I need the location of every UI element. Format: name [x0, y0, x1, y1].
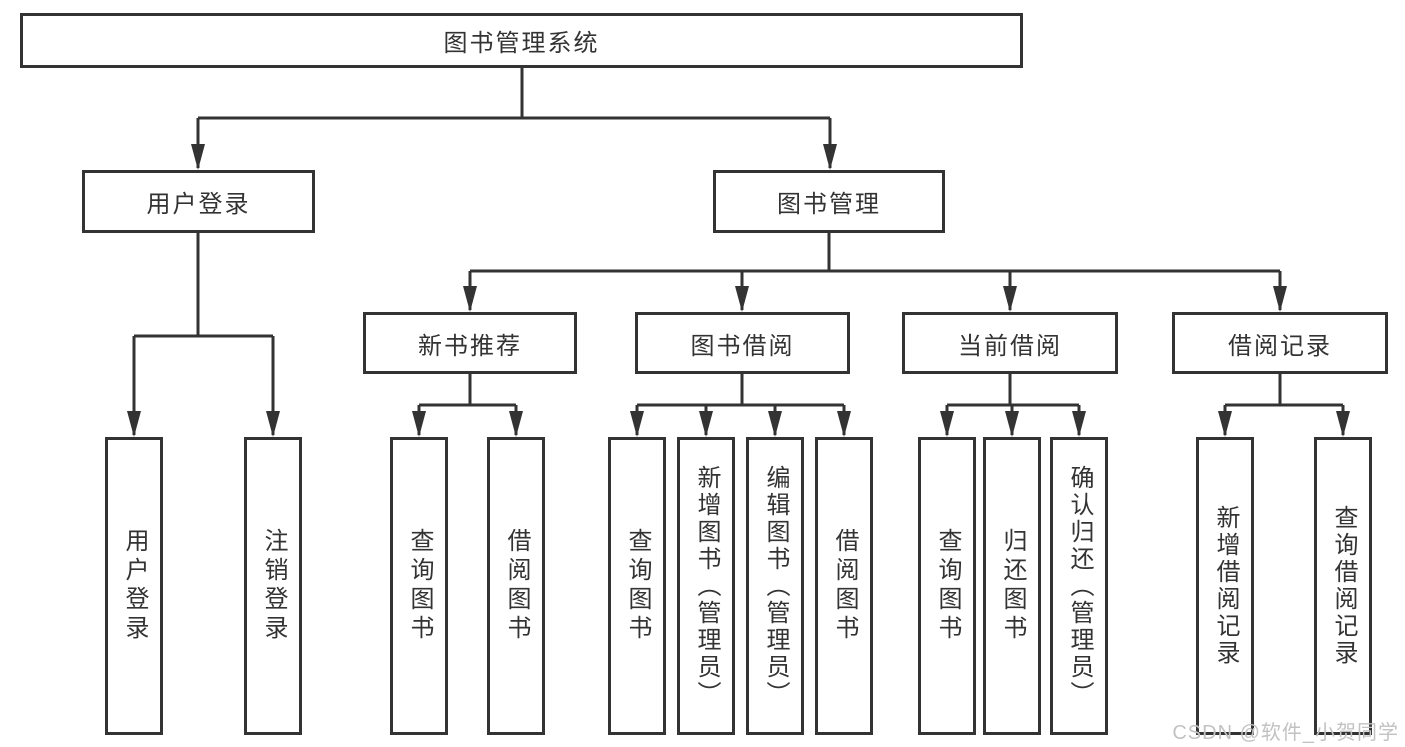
leaf-edit-books-admin: 编辑图书（管理员）	[746, 437, 804, 735]
node-borrow-records: 借阅记录	[1172, 312, 1388, 374]
leaf-logout: 注销登录	[244, 437, 302, 735]
node-library-management-system: 图书管理系统	[20, 13, 1023, 68]
leaf-borrow-books-recommend: 借阅图书	[487, 437, 545, 735]
leaf-add-borrow-record: 新增借阅记录	[1196, 437, 1254, 735]
leaf-borrow-books: 借阅图书	[815, 437, 873, 735]
leaf-return-books: 归还图书	[983, 437, 1041, 735]
leaf-query-books-current: 查询图书	[918, 437, 976, 735]
leaf-confirm-return-admin: 确认归还（管理员）	[1050, 437, 1108, 735]
node-current-borrowing: 当前借阅	[902, 312, 1118, 374]
leaf-query-borrow-record: 查询借阅记录	[1314, 437, 1372, 735]
leaf-user-login: 用户登录	[105, 437, 163, 735]
node-new-book-recommend: 新书推荐	[363, 312, 577, 374]
leaf-add-books-admin: 新增图书（管理员）	[677, 437, 735, 735]
leaf-query-books-borrowing: 查询图书	[608, 437, 666, 735]
leaf-query-books-recommend: 查询图书	[390, 437, 448, 735]
node-book-borrowing: 图书借阅	[635, 312, 850, 374]
node-user-login: 用户登录	[82, 170, 315, 233]
node-book-management: 图书管理	[713, 170, 945, 233]
